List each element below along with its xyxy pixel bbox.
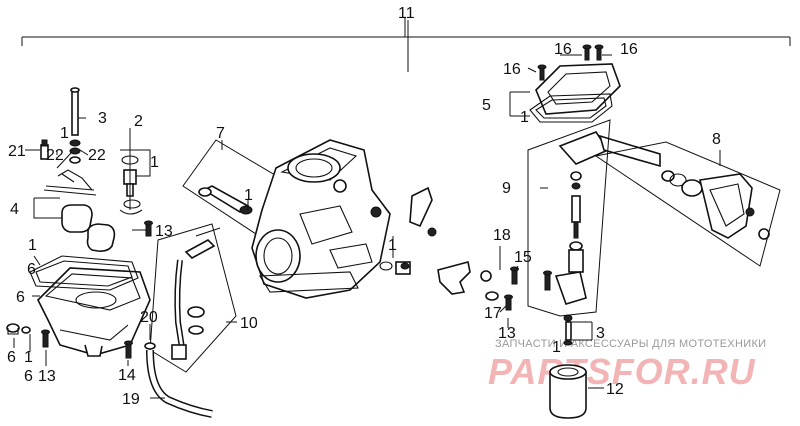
callout-6c: 6	[7, 349, 16, 366]
callout-7: 7	[216, 125, 225, 142]
callout-1-6: 1	[28, 237, 37, 254]
float-bowl-gasket	[29, 255, 139, 291]
callout-1-3: 1	[60, 125, 69, 142]
callout-12: 12	[606, 381, 624, 398]
callout-1-2: 1	[150, 154, 159, 171]
callout-1-3b: 1	[552, 339, 561, 356]
idle-screw-set	[379, 261, 411, 275]
callout-9: 9	[502, 180, 511, 197]
main-jet	[40, 139, 49, 160]
callout-1-7: 1	[244, 187, 253, 204]
callout-13b: 13	[38, 368, 56, 385]
callout-13a: 13	[155, 223, 173, 240]
callout-13c: 13	[498, 325, 516, 342]
callout-5: 5	[482, 97, 491, 114]
callout-17: 17	[484, 305, 502, 322]
throttle-pulley	[661, 170, 770, 240]
float-bowl	[37, 267, 151, 357]
overflow-tube	[146, 349, 213, 418]
callout-15: 15	[514, 249, 532, 266]
float	[43, 185, 116, 252]
small-screw-14	[124, 340, 133, 359]
top-cover	[535, 63, 621, 115]
carburetor-body	[251, 139, 391, 299]
callout-1-low: 1	[24, 349, 33, 366]
callout-11: 11	[398, 5, 415, 22]
callout-18: 18	[493, 227, 511, 244]
callout-8: 8	[712, 131, 721, 148]
small-washer-left	[21, 326, 31, 334]
watermark: ЗАПЧАСТИ И АКСЕССУАРЫ ДЛЯ МОТОТЕХНИКИ PA…	[488, 338, 766, 392]
leader-lines	[13, 20, 721, 399]
cover-screws	[537, 44, 604, 81]
throttle-cable	[171, 227, 221, 360]
throttle-lever	[409, 186, 437, 237]
small-screw-13-mid	[144, 220, 153, 237]
callout-22a: 22	[46, 147, 64, 164]
callout-16a: 16	[554, 41, 572, 58]
group-10-outline	[149, 223, 237, 373]
callout-19: 19	[122, 391, 140, 408]
callout-6a: 6	[27, 261, 36, 278]
callout-10: 10	[240, 315, 258, 332]
assembly-bracket	[21, 18, 791, 46]
callout-21: 21	[8, 143, 26, 160]
callout-3b: 3	[596, 325, 605, 342]
callout-20: 20	[140, 309, 158, 326]
needle-jet	[69, 87, 81, 164]
callouts: 11 16 16 16 5 1 3 1 2 1 7 1 8 9 21 22 22…	[7, 5, 721, 408]
float-arm-clip	[57, 169, 93, 191]
small-screw-13-left	[41, 329, 50, 348]
callout-2: 2	[134, 113, 143, 130]
group-8-outline	[594, 141, 781, 267]
callout-14: 14	[118, 367, 136, 384]
float-valve	[119, 155, 143, 215]
watermark-logo: PARTSFOR.RU	[488, 351, 756, 392]
group-9-outline	[527, 119, 611, 317]
callout-6d: 6	[24, 368, 33, 385]
callout-1-center: 1	[388, 237, 397, 254]
callout-16c: 16	[503, 61, 521, 78]
link-bracket	[437, 261, 519, 311]
callout-22b: 22	[88, 147, 106, 164]
top-cover-gasket	[529, 93, 613, 123]
callout-4: 4	[10, 201, 19, 218]
callout-3: 3	[98, 110, 107, 127]
tube-clip	[144, 342, 156, 350]
callout-16b: 16	[620, 41, 638, 58]
callout-1-5: 1	[520, 109, 529, 126]
filter-element	[549, 364, 587, 419]
callout-6b: 6	[16, 289, 25, 306]
drain-screw	[6, 323, 20, 335]
jet-needle-lower	[563, 314, 573, 346]
watermark-tagline: ЗАПЧАСТИ И АКСЕССУАРЫ ДЛЯ МОТОТЕХНИКИ	[495, 338, 766, 350]
throttle-valve-assembly	[543, 131, 661, 305]
